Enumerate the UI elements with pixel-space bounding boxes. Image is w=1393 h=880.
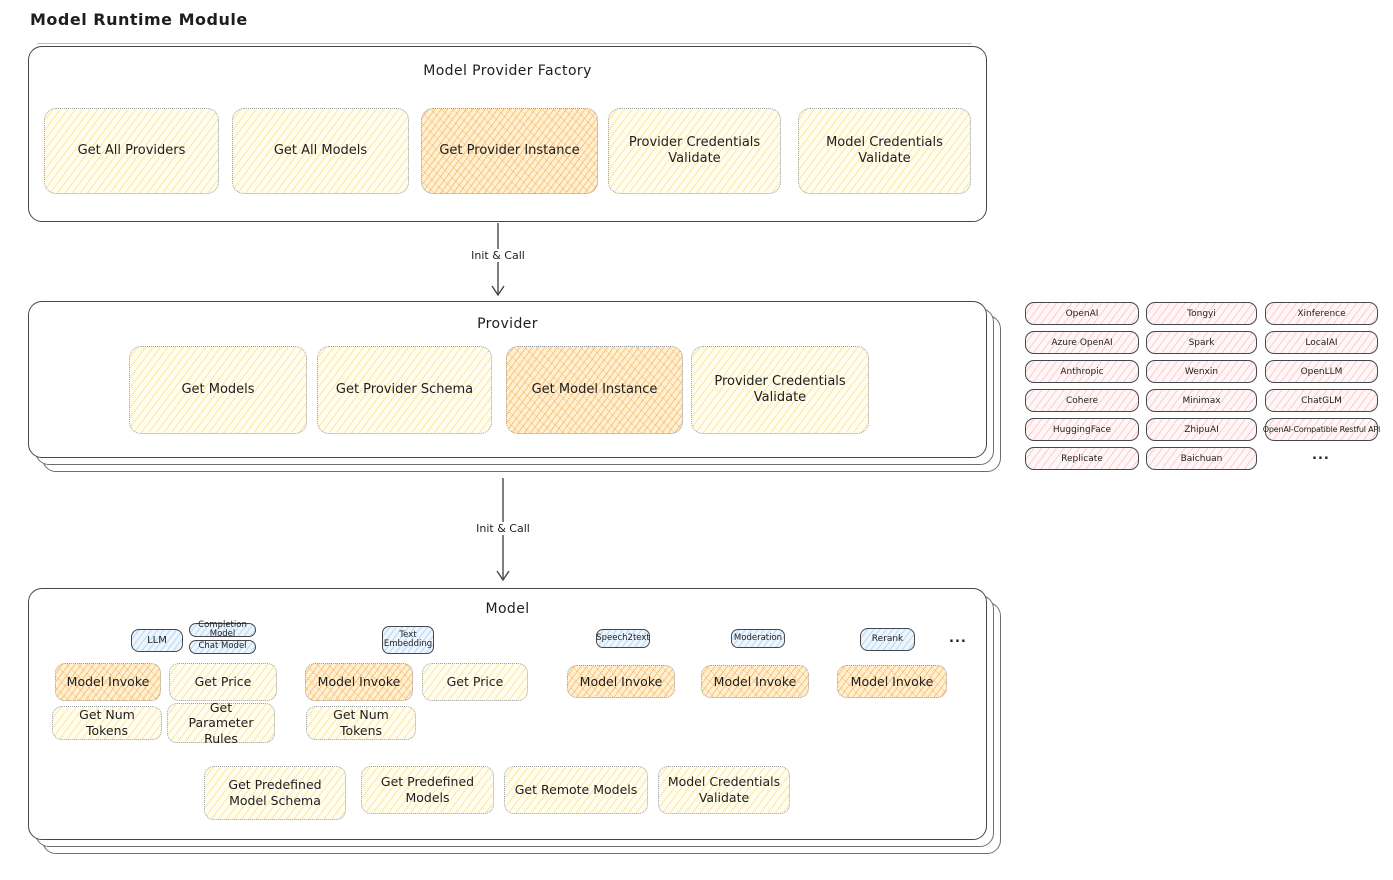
- factory-button-get-provider-instance: Get Provider Instance: [421, 108, 598, 194]
- tab-completion-model: Completion Model: [189, 620, 256, 639]
- provider-title: Provider: [477, 316, 538, 332]
- provider-button-get-provider-schema: Get Provider Schema: [317, 346, 492, 434]
- provider-pill-openai: OpenAI: [1025, 302, 1139, 325]
- provider-button-provider-credentials-validate: Provider Credentials Validate: [691, 346, 869, 434]
- factory-button-model-credentials-validate: Model Credentials Validate: [798, 108, 971, 194]
- provider-pill-cohere: Cohere: [1025, 389, 1139, 412]
- model-button-speech2text-model-invoke: Model Invoke: [567, 665, 675, 698]
- model-button-get-predefined-models: Get Predefined Models: [361, 766, 494, 814]
- provider-pill-azure-openai: Azure OpenAI: [1025, 331, 1139, 354]
- model-button-model-credentials-validate: Model Credentials Validate: [658, 766, 790, 814]
- model-button-moderation-model-invoke: Model Invoke: [701, 665, 809, 698]
- provider-pill-zhipuai: ZhipuAI: [1146, 418, 1257, 441]
- factory-box: Model Provider Factory Get All Providers…: [28, 43, 987, 222]
- model-button-get-predefined-model-schema: Get Predefined Model Schema: [204, 766, 346, 820]
- model-button-llm-model-invoke: Model Invoke: [55, 663, 161, 701]
- model-tabs-ellipsis: ...: [949, 631, 967, 646]
- provider-pill-tongyi: Tongyi: [1146, 302, 1257, 325]
- model-button-llm-get-num-tokens: Get Num Tokens: [52, 706, 162, 740]
- provider-pill-baichuan: Baichuan: [1146, 447, 1257, 470]
- factory-button-get-all-models: Get All Models: [232, 108, 409, 194]
- provider-pill-huggingface: HuggingFace: [1025, 418, 1139, 441]
- arrow-label-init-call-1: Init & Call: [467, 249, 529, 262]
- model-button-llm-get-price: Get Price: [169, 663, 277, 701]
- provider-pill-openai-compatible-restful-api: OpenAI-Compatible Restful API: [1263, 418, 1380, 441]
- model-button-llm-get-parameter-rules: Get Parameter Rules: [167, 700, 275, 746]
- provider-pill-spark: Spark: [1146, 331, 1257, 354]
- factory-button-get-all-providers: Get All Providers: [44, 108, 219, 194]
- model-button-get-remote-models: Get Remote Models: [504, 766, 648, 814]
- model-button-embedding-get-price: Get Price: [422, 663, 528, 701]
- tab-moderation: Moderation: [731, 629, 785, 648]
- provider-pill-anthropic: Anthropic: [1025, 360, 1139, 383]
- tab-chat-model: Chat Model: [189, 640, 256, 654]
- model-button-embedding-model-invoke: Model Invoke: [305, 663, 413, 701]
- factory-title: Model Provider Factory: [423, 63, 592, 79]
- provider-pill-replicate: Replicate: [1025, 447, 1139, 470]
- provider-pill-minimax: Minimax: [1146, 389, 1257, 412]
- provider-pill-chatglm: ChatGLM: [1265, 389, 1378, 412]
- model-button-rerank-model-invoke: Model Invoke: [837, 665, 947, 698]
- tab-text-embedding: Text Embedding: [382, 626, 434, 654]
- tab-rerank: Rerank: [860, 628, 915, 651]
- arrow-label-init-call-2: Init & Call: [472, 522, 534, 535]
- model-box: Model LLM Completion Model Chat Model Te…: [28, 588, 987, 840]
- model-button-embedding-get-num-tokens: Get Num Tokens: [306, 706, 416, 740]
- tab-llm: LLM: [131, 629, 183, 652]
- provider-box: Provider Get Models Get Provider Schema …: [28, 301, 987, 458]
- provider-pill-openllm: OpenLLM: [1265, 360, 1378, 383]
- model-title: Model: [485, 601, 530, 617]
- provider-pill-wenxin: Wenxin: [1146, 360, 1257, 383]
- tab-speech2text: Speech2text: [596, 629, 650, 648]
- arrow-provider-to-model: Init & Call: [472, 478, 534, 582]
- providers-ellipsis: ...: [1312, 448, 1330, 463]
- arrow-factory-to-provider: Init & Call: [467, 223, 529, 297]
- provider-pill-xinference: Xinference: [1265, 302, 1378, 325]
- provider-button-get-model-instance: Get Model Instance: [506, 346, 683, 434]
- provider-pill-localai: LocalAI: [1265, 331, 1378, 354]
- page-title: Model Runtime Module: [30, 10, 248, 29]
- provider-button-get-models: Get Models: [129, 346, 307, 434]
- factory-button-provider-credentials-validate: Provider Credentials Validate: [608, 108, 781, 194]
